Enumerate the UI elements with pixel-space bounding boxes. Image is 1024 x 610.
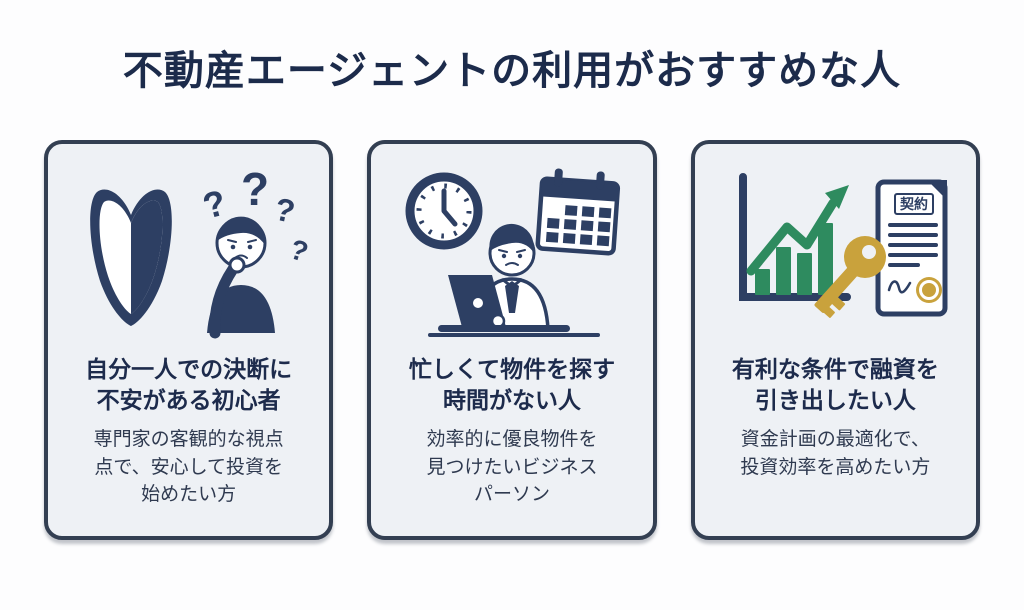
svg-text:?: ?	[286, 233, 309, 268]
contract-label: 契約	[899, 196, 928, 212]
businessman-laptop-icon	[427, 223, 600, 337]
card-beginner-illustration: ? ? ? ?	[69, 152, 309, 352]
calendar-icon	[535, 168, 621, 256]
svg-text:?: ?	[198, 181, 230, 226]
beginner-mark-icon	[89, 189, 172, 326]
card-busy-illustration	[392, 152, 632, 352]
signature-squiggle	[888, 280, 912, 294]
card-busy-body: 効率的に優良物件を 見つけたいビジネス パーソン	[426, 429, 598, 506]
svg-text:?: ?	[241, 163, 269, 215]
card-financing-heading: 有利な条件で融資を 引き出したい人	[731, 356, 939, 414]
financing-illustration: 契約	[739, 173, 948, 318]
card-financing-body: 資金計画の最適化で、 投資効率を高めたい方	[740, 429, 931, 478]
seal-icon	[916, 277, 943, 303]
card-busy: 忙しくて物件を探す 時間がない人 効率的に優良物件を 見つけたいビジネス パーソ…	[367, 140, 657, 540]
confused-beginner-illustration: ? ? ? ?	[89, 163, 309, 339]
card-beginner-body: 専門家の客観的な視点 点で、安心して投資を 始めたい方	[93, 429, 284, 506]
confused-person-icon	[206, 216, 275, 339]
card-financing-illustration: 契約	[715, 152, 955, 352]
card-financing: 契約	[690, 140, 980, 540]
busy-worker-illustration	[405, 168, 621, 337]
cards-container: ? ? ? ? 自分一人での決断に 不	[0, 140, 1024, 540]
page-title: 不動産エージェントの利用がおすすめな人	[122, 49, 902, 93]
card-beginner: ? ? ? ? 自分一人での決断に 不	[44, 140, 334, 540]
clock-icon	[405, 172, 483, 250]
key-icon	[814, 236, 887, 318]
card-busy-heading: 忙しくて物件を探す 時間がない人	[408, 356, 616, 414]
contract-document-icon: 契約	[875, 179, 948, 317]
growth-chart-icon	[739, 173, 852, 301]
svg-text:?: ?	[271, 191, 298, 230]
card-beginner-heading: 自分一人での決断に 不安がある初心者	[85, 356, 293, 414]
